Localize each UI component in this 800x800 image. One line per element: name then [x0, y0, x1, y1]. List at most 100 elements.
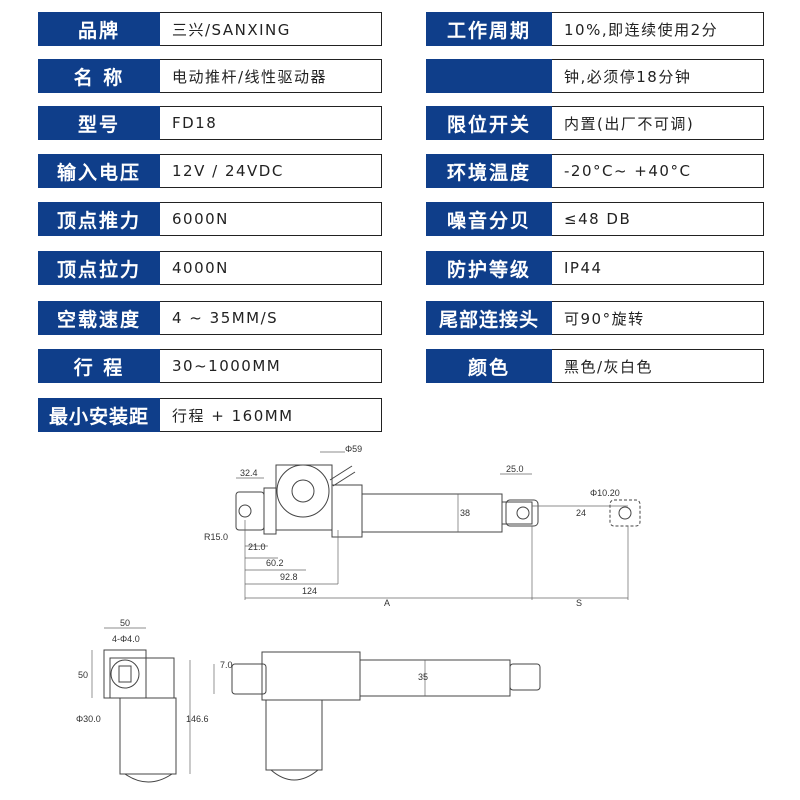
spec-row-temp: 环境温度 -20°C~ +40°C: [426, 154, 764, 188]
spec-value: 黑色/灰白色: [552, 349, 764, 383]
spec-value: 4 ~ 35MM/S: [160, 301, 382, 335]
spec-row-rear: 尾部连接头 可90°旋转: [426, 301, 764, 335]
rear-clevis: [235, 491, 265, 531]
label-7: 7.0: [220, 660, 233, 670]
spec-label: [426, 59, 552, 93]
extended-clevis-hole: [618, 506, 632, 520]
spec-value: 电动推杆/线性驱动器: [160, 59, 382, 93]
spec-value: 10%,即连续使用2分: [552, 12, 764, 46]
label-hole-dia: Φ10.20: [590, 488, 620, 498]
label-r15: R15.0: [204, 532, 228, 542]
front-dimension-lines: [91, 627, 191, 774]
spec-row-duty-cont: 钟,必须停18分钟: [426, 59, 764, 93]
front-view-drawing: [103, 649, 177, 783]
spec-row-speed: 空载速度 4 ~ 35MM/S: [38, 301, 382, 335]
label-25: 25.0: [506, 464, 524, 474]
spec-value: 4000N: [160, 251, 382, 285]
label-21: 21.0: [248, 542, 266, 552]
spec-row-color: 颜色 黑色/灰白色: [426, 349, 764, 383]
spec-label: 工作周期: [426, 12, 552, 46]
spec-row-install: 最小安装距 行程 + 160MM: [38, 398, 382, 432]
front-clevis: [505, 499, 539, 527]
front-motor-can: [119, 697, 177, 775]
gearbox-block: [263, 487, 277, 535]
spec-row-limit: 限位开关 内置(出厂不可调): [426, 106, 764, 140]
spec-value: 三兴/SANXING: [160, 12, 382, 46]
side-view-drawing: [231, 651, 541, 781]
front-shaft: [118, 665, 132, 683]
spec-value: -20°C~ +40°C: [552, 154, 764, 188]
label-60-2: 60.2: [266, 558, 284, 568]
spec-value: 30~1000MM: [160, 349, 382, 383]
cable: [332, 471, 356, 487]
front-motor-end: [124, 773, 173, 783]
label-motor-dia: Φ59: [345, 444, 362, 454]
outer-tube-collar: [331, 484, 363, 538]
spec-row-model: 型号 FD18: [38, 106, 382, 140]
side-dimension-lines: [213, 660, 426, 696]
label-124: 124: [302, 586, 317, 596]
spec-label: 顶点拉力: [38, 251, 160, 285]
top-view-drawing: [235, 464, 641, 538]
label-a: A: [384, 598, 390, 608]
front-clevis-hole: [516, 506, 530, 520]
side-motor-can: [265, 699, 323, 771]
spec-label: 型号: [38, 106, 160, 140]
dimension-lines: [236, 451, 629, 600]
spec-label: 名 称: [38, 59, 160, 93]
label-32-4: 32.4: [240, 468, 258, 478]
label-146-6: 146.6: [186, 714, 209, 724]
rear-clevis-hole: [238, 504, 252, 518]
spec-label: 噪音分贝: [426, 202, 552, 236]
label-38: 38: [460, 508, 470, 518]
spec-value: 内置(出厂不可调): [552, 106, 764, 140]
spec-value: IP44: [552, 251, 764, 285]
label-92-8: 92.8: [280, 572, 298, 582]
label-50v: 50: [78, 670, 88, 680]
spec-label: 颜色: [426, 349, 552, 383]
side-front-clevis: [509, 663, 541, 691]
front-body: [109, 657, 175, 699]
label-35: 35: [418, 672, 428, 682]
spec-row-name: 名 称 电动推杆/线性驱动器: [38, 59, 382, 93]
spec-row-brand: 品牌 三兴/SANXING: [38, 12, 382, 46]
inner-rod: [501, 501, 533, 525]
spec-row-voltage: 输入电压 12V / 24VDC: [38, 154, 382, 188]
extended-clevis: [609, 499, 641, 527]
side-gear-housing: [261, 651, 361, 701]
side-motor-end: [270, 769, 319, 781]
spec-row-noise: 噪音分贝 ≤48 DB: [426, 202, 764, 236]
label-30: Φ30.0: [76, 714, 101, 724]
spec-label: 品牌: [38, 12, 160, 46]
spec-value: 6000N: [160, 202, 382, 236]
label-s: S: [576, 598, 582, 608]
label-holes: 4-Φ4.0: [112, 634, 140, 644]
spec-value: 可90°旋转: [552, 301, 764, 335]
spec-label: 防护等级: [426, 251, 552, 285]
spec-value: 行程 + 160MM: [160, 398, 382, 432]
spec-label: 行 程: [38, 349, 160, 383]
spec-label: 输入电压: [38, 154, 160, 188]
spec-value: 钟,必须停18分钟: [552, 59, 764, 93]
spec-row-stroke: 行 程 30~1000MM: [38, 349, 382, 383]
spec-value: 12V / 24VDC: [160, 154, 382, 188]
spec-label: 最小安装距: [38, 398, 160, 432]
spec-label: 限位开关: [426, 106, 552, 140]
spec-row-push: 顶点推力 6000N: [38, 202, 382, 236]
motor-shaft-circle: [291, 479, 315, 503]
spec-label: 空载速度: [38, 301, 160, 335]
spec-label: 尾部连接头: [426, 301, 552, 335]
cable: [329, 465, 353, 481]
spec-row-ip: 防护等级 IP44: [426, 251, 764, 285]
label-24: 24: [576, 508, 586, 518]
front-motor-circle: [110, 659, 140, 689]
spec-row-duty: 工作周期 10%,即连续使用2分: [426, 12, 764, 46]
outer-tube: [361, 493, 503, 533]
side-outer-tube: [359, 659, 511, 697]
motor-circle: [276, 464, 330, 518]
label-50: 50: [120, 618, 130, 628]
spec-value: FD18: [160, 106, 382, 140]
spec-label: 顶点推力: [38, 202, 160, 236]
spec-row-pull: 顶点拉力 4000N: [38, 251, 382, 285]
